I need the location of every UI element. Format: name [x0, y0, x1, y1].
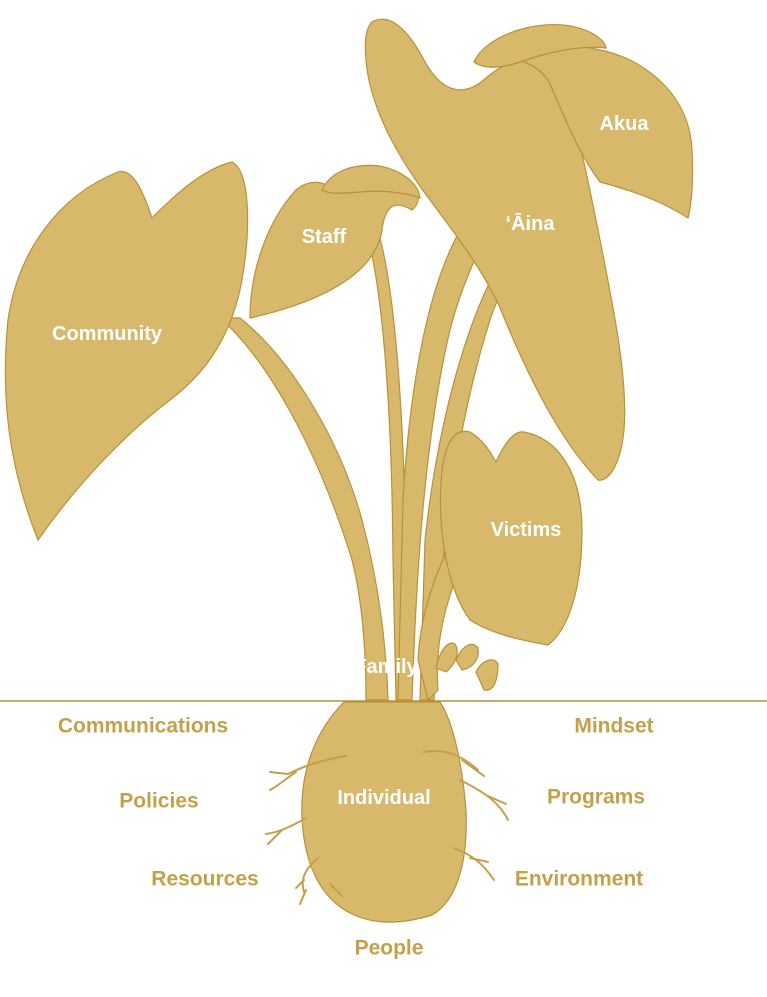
label-victims: Victims: [490, 519, 562, 541]
label-aina: ‘Āina: [505, 213, 555, 235]
label-resources: Resources: [151, 867, 259, 891]
label-community: Community: [52, 323, 162, 345]
leaves: [4, 18, 694, 691]
stems: [218, 214, 529, 702]
shoot-3: [475, 659, 499, 691]
label-communications: Communications: [57, 714, 229, 738]
label-individual: Individual: [337, 787, 431, 809]
label-policies: Policies: [119, 789, 199, 813]
roots: [265, 750, 509, 905]
label-people: People: [354, 936, 424, 960]
aina-stem: [397, 214, 491, 701]
label-programs: Programs: [546, 785, 646, 809]
community-leaf: [4, 161, 249, 542]
shoot-1: [435, 642, 458, 673]
aina-leaf: [364, 18, 626, 481]
shoot-2: [455, 643, 479, 671]
label-staff: Staff: [301, 226, 347, 248]
label-environment: Environment: [514, 867, 644, 891]
label-mindset: Mindset: [574, 714, 654, 738]
community-stem: [218, 317, 389, 701]
label-akua: Akua: [599, 113, 649, 135]
victims-leaf: [439, 430, 583, 646]
akua-leaf: [505, 45, 694, 219]
staff-leaf-fold: [321, 164, 421, 199]
label-family: Family: [354, 656, 418, 678]
corm: [301, 701, 467, 923]
akua-leaf-fold: [473, 24, 607, 68]
